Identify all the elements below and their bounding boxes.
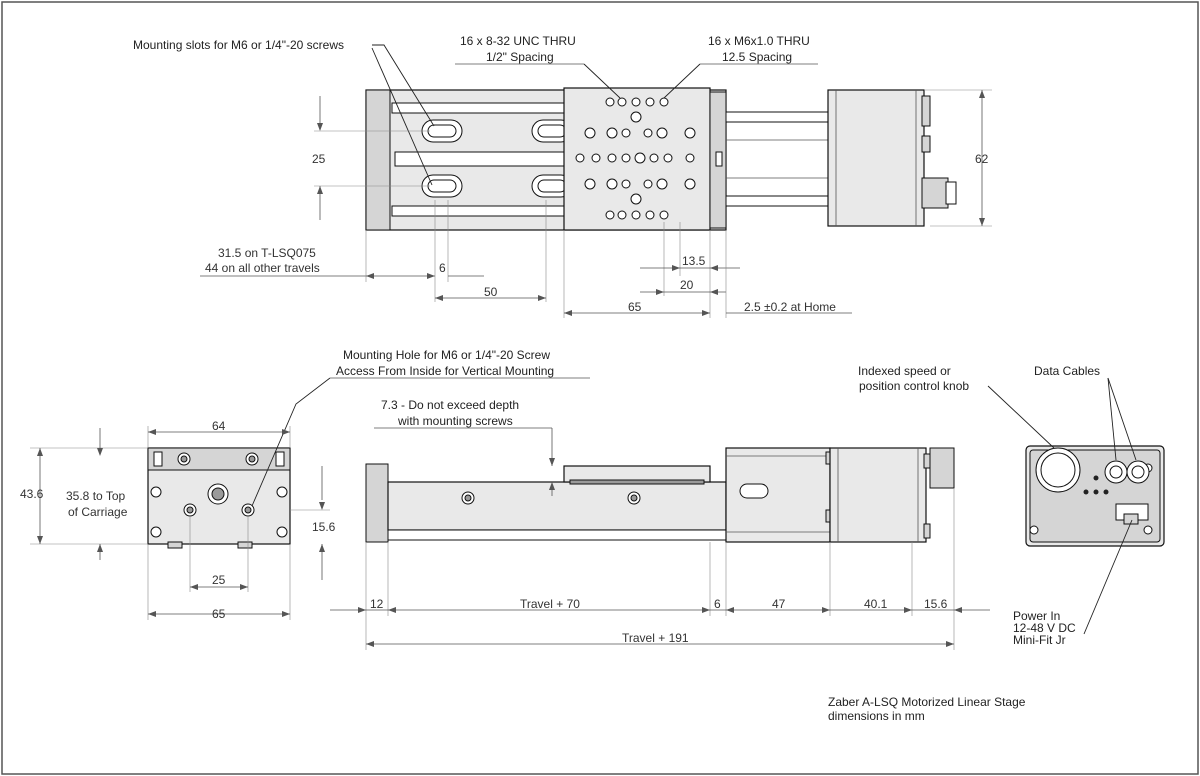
side-base (387, 481, 727, 531)
dim-43-6: 43.6 (20, 487, 44, 501)
mounting-slot-inner (537, 124, 567, 138)
callout-data-cables: Data Cables (1034, 364, 1100, 378)
callout-metric-line2: 12.5 Spacing (722, 50, 792, 64)
dim-13-5: 13.5 (682, 254, 706, 268)
side-control-knob (929, 447, 955, 489)
callout-knob-line1: Indexed speed or (858, 364, 951, 378)
dim-6: 6 (439, 261, 446, 275)
callout-mounting-hole-line1: Mounting Hole for M6 or 1/4"-20 Screw (343, 348, 550, 362)
rail-upper (391, 102, 573, 114)
dim-travel-191: Travel + 191 (622, 631, 689, 645)
leader-metric (663, 63, 701, 99)
side-end-cap (365, 463, 389, 543)
dim-travel-70: Travel + 70 (520, 597, 580, 611)
dim-47: 47 (772, 597, 786, 611)
dim-35-8-line1: 35.8 to Top (66, 489, 125, 503)
leader-data-2 (1107, 377, 1137, 461)
leader-power (1083, 519, 1133, 635)
callout-knob-line2: position control knob (859, 379, 969, 393)
dim-31-5-line1: 31.5 on T-LSQ075 (218, 246, 316, 260)
mounting-slot-inner (427, 124, 457, 138)
dim-15-6-side: 15.6 (924, 597, 948, 611)
callout-power-line3: Mini-Fit Jr (1013, 633, 1066, 647)
callout-metric-line1: 16 x M6x1.0 THRU (708, 34, 810, 48)
leader-knob (987, 385, 1055, 449)
center-slot (394, 151, 571, 167)
dim-12: 12 (370, 597, 384, 611)
mounting-slot-inner (537, 179, 567, 193)
side-motor (829, 447, 927, 543)
leader-data-1 (1107, 377, 1117, 461)
callout-unc-line2: 1/2" Spacing (486, 50, 554, 64)
dim-6-side: 6 (714, 597, 721, 611)
carriage-hole-pattern (575, 97, 696, 220)
side-view: 7.3 - Do not exceed depth with mounting … (330, 398, 990, 650)
title-line2: dimensions in mm (828, 709, 925, 723)
motor-end-view: Indexed speed or position control knob D… (858, 364, 1165, 647)
leader-slots (372, 44, 435, 127)
control-knob-tip (945, 181, 957, 205)
screw-cover-upper (725, 111, 831, 123)
dim-40-1: 40.1 (864, 597, 888, 611)
dim-62: 62 (975, 152, 989, 166)
dim-25-end: 25 (212, 573, 226, 587)
rail-lower (391, 205, 573, 217)
screw-cover-lower (725, 195, 831, 207)
callout-power-line2: 12-48 V DC (1013, 621, 1076, 635)
dim-65-end: 65 (212, 607, 226, 621)
dim-31-5-line2: 44 on all other travels (205, 261, 320, 275)
home-marker (715, 151, 723, 167)
dim-20: 20 (680, 278, 694, 292)
motor-connector (921, 95, 931, 127)
dim-25: 25 (312, 152, 326, 166)
callout-mounting-slots: Mounting slots for M6 or 1/4"-20 screws (133, 38, 344, 52)
mounting-slot-inner (427, 179, 457, 193)
motor-connector (921, 135, 931, 153)
leader-slots-2 (371, 47, 433, 186)
end-view: Mounting Hole for M6 or 1/4"-20 Screw Ac… (20, 348, 590, 621)
top-view: Mounting slots for M6 or 1/4"-20 screws … (133, 34, 992, 318)
stage-end-cap-left (365, 89, 391, 231)
dim-65: 65 (628, 300, 642, 314)
title-line1: Zaber A-LSQ Motorized Linear Stage (828, 695, 1026, 709)
callout-mounting-hole-line2: Access From Inside for Vertical Mounting (336, 364, 554, 378)
callout-unc-line1: 16 x 8-32 UNC THRU (460, 34, 576, 48)
dim-35-8-line2: of Carriage (68, 505, 128, 519)
leader-unc (583, 63, 621, 99)
callout-depth-line2: with mounting screws (397, 414, 513, 428)
motor-body (827, 89, 925, 227)
dim-50: 50 (484, 285, 498, 299)
dim-64: 64 (212, 419, 226, 433)
callout-power-line1: Power In (1013, 609, 1060, 623)
callout-depth-line1: 7.3 - Do not exceed depth (381, 398, 519, 412)
control-knob-side (921, 177, 949, 209)
dim-15-6: 15.6 (312, 520, 336, 534)
dim-home: 2.5 ±0.2 at Home (744, 300, 836, 314)
leader-mounting-hole (251, 377, 331, 507)
